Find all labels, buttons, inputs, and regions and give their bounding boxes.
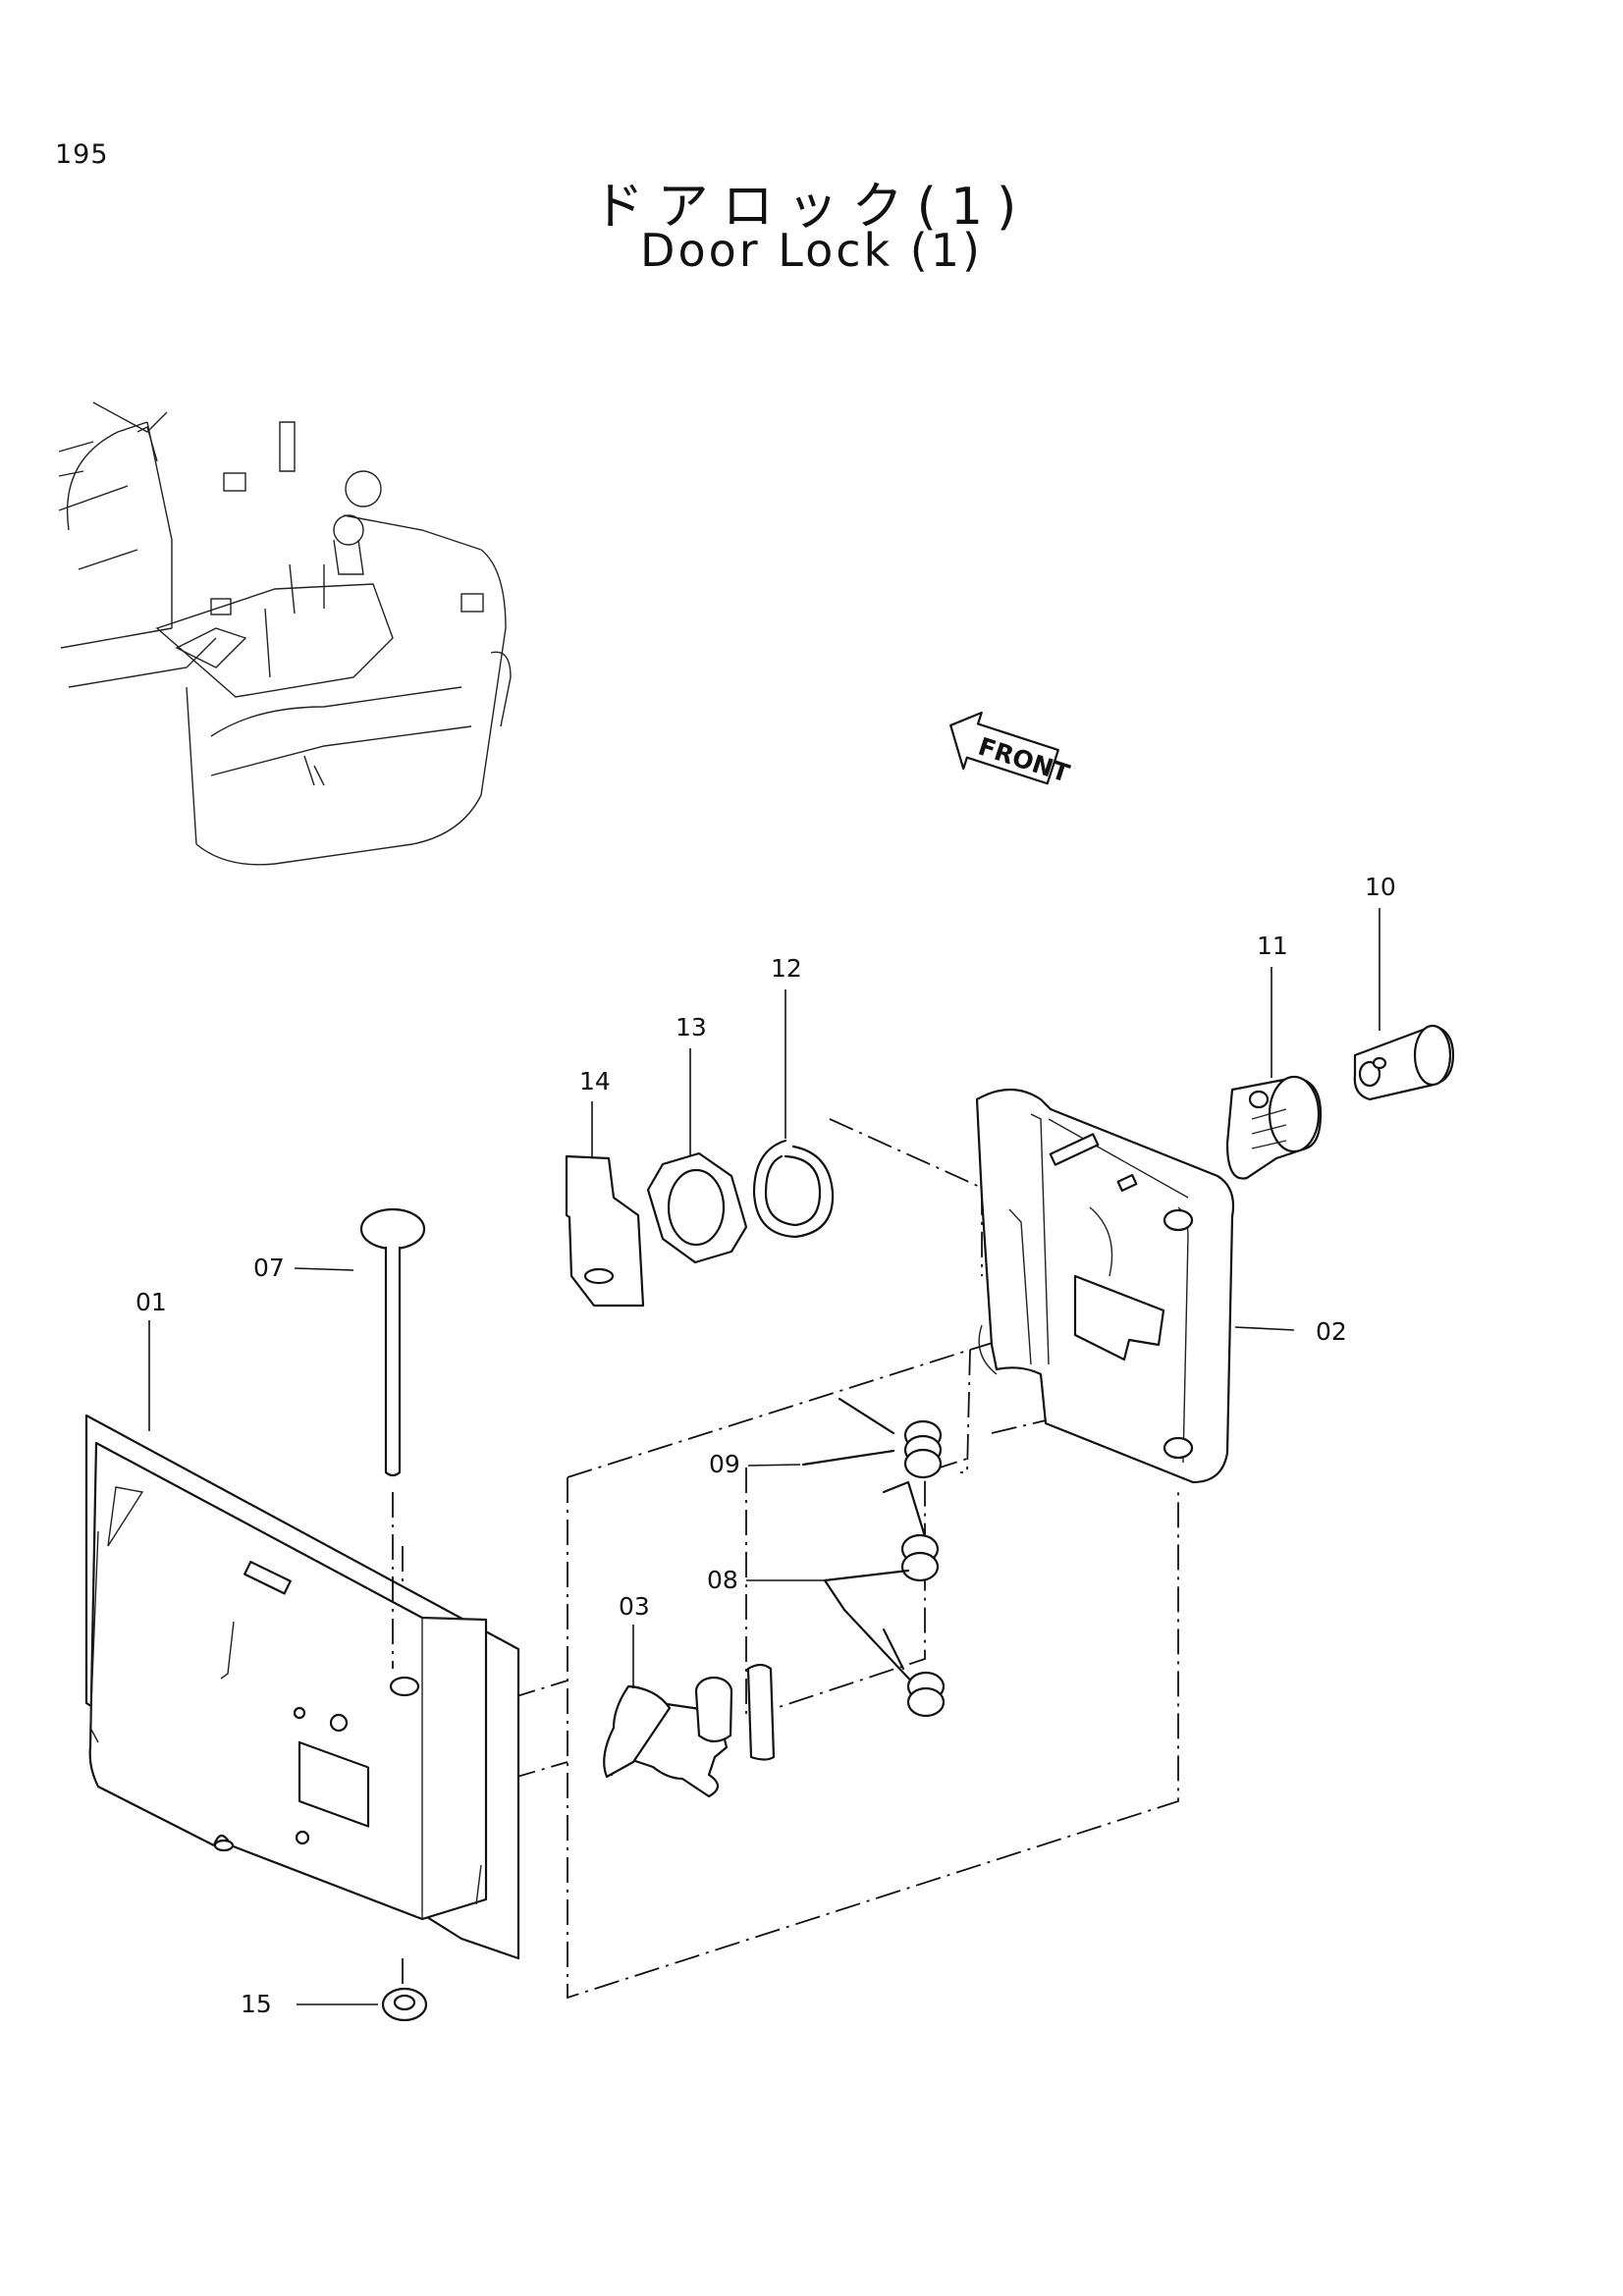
callout-13: 13 (676, 1013, 707, 1041)
front-direction-marker: FRONT (949, 711, 1073, 788)
callout-12: 12 (771, 954, 802, 983)
part-07-pin (359, 1207, 426, 1669)
part-14-latch-plate (565, 1154, 645, 1308)
callout-10: 10 (1365, 873, 1396, 901)
callout-02: 02 (1316, 1317, 1347, 1346)
callout-07: 07 (253, 1254, 285, 1282)
callout-14: 14 (579, 1067, 611, 1095)
part-callouts: 01 02 03 07 08 09 10 11 12 13 14 15 (135, 873, 1396, 2018)
callout-03: 03 (619, 1592, 650, 1621)
part-13-nut (646, 1151, 748, 1264)
part-03-latch-lever (603, 1663, 776, 1798)
part-09-torsion-spring (801, 1397, 943, 1479)
callout-01: 01 (135, 1288, 167, 1316)
title-japanese: ドアロック(1) (592, 178, 1031, 237)
part-12-snap-ring (752, 1139, 835, 1239)
page-number: 195 (55, 139, 109, 170)
callout-15: 15 (241, 1990, 272, 2018)
callout-09: 09 (709, 1450, 740, 1478)
title-english: Door Lock (1) (640, 224, 983, 277)
part-01-lock-plate (84, 1414, 520, 1960)
callout-11: 11 (1257, 932, 1288, 960)
machine-locator-sketch (58, 401, 512, 866)
part-11-bushing (1225, 1075, 1323, 1180)
part-08-spring (823, 1480, 946, 1718)
part-10-cylinder (1353, 1024, 1455, 1101)
callout-08: 08 (707, 1566, 738, 1594)
part-02-bracket (975, 1089, 1235, 1484)
part-15-e-ring (381, 1958, 428, 2022)
